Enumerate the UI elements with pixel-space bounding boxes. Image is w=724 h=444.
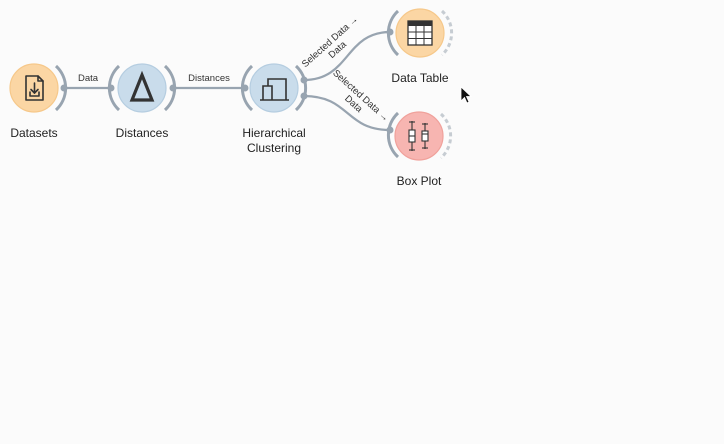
output-port[interactable] [300,92,308,100]
link-distances-clustering[interactable]: Distances [174,73,245,90]
node-datasets[interactable]: Datasets [9,63,68,140]
output-port[interactable] [169,84,177,92]
distances-icon [129,70,155,102]
node-label: Box Plot [397,174,442,188]
output-channel-arc [440,9,454,57]
input-channel-arc [386,111,400,159]
node-box-plot[interactable]: Box Plot [386,111,453,188]
node-label: Distances [116,126,169,140]
mouse-pointer-icon [460,86,473,104]
node-data-table[interactable]: Data Table [386,8,454,85]
link-label: Data [78,73,99,84]
data-table-icon [407,20,433,46]
node-label: Data Table [391,71,448,85]
output-channel-arc [439,112,453,160]
node-hierarchical-clustering[interactable]: Hierarchical Clustering [240,63,308,155]
input-port[interactable] [386,126,394,134]
datasets-icon [25,75,44,101]
node-label: Datasets [10,126,57,140]
input-port[interactable] [386,28,394,36]
link-label: Selected Data → [330,68,391,124]
output-port[interactable] [60,84,68,92]
node-distances[interactable]: Distances [107,63,177,140]
link-datasets-distances[interactable]: Data [65,73,111,90]
input-port[interactable] [241,84,249,92]
input-port[interactable] [107,84,115,92]
output-channel-arc [294,64,308,112]
link-clustering-datatable[interactable]: Selected Data → Data [300,14,391,82]
link-label: Distances [188,73,230,84]
box-plot-icon [408,121,429,151]
hierarchical-clustering-icon [260,78,289,101]
output-port[interactable] [300,76,308,84]
link-label: Selected Data → [300,14,361,70]
node-label: Hierarchical [242,126,305,140]
node-label: Clustering [247,141,301,155]
